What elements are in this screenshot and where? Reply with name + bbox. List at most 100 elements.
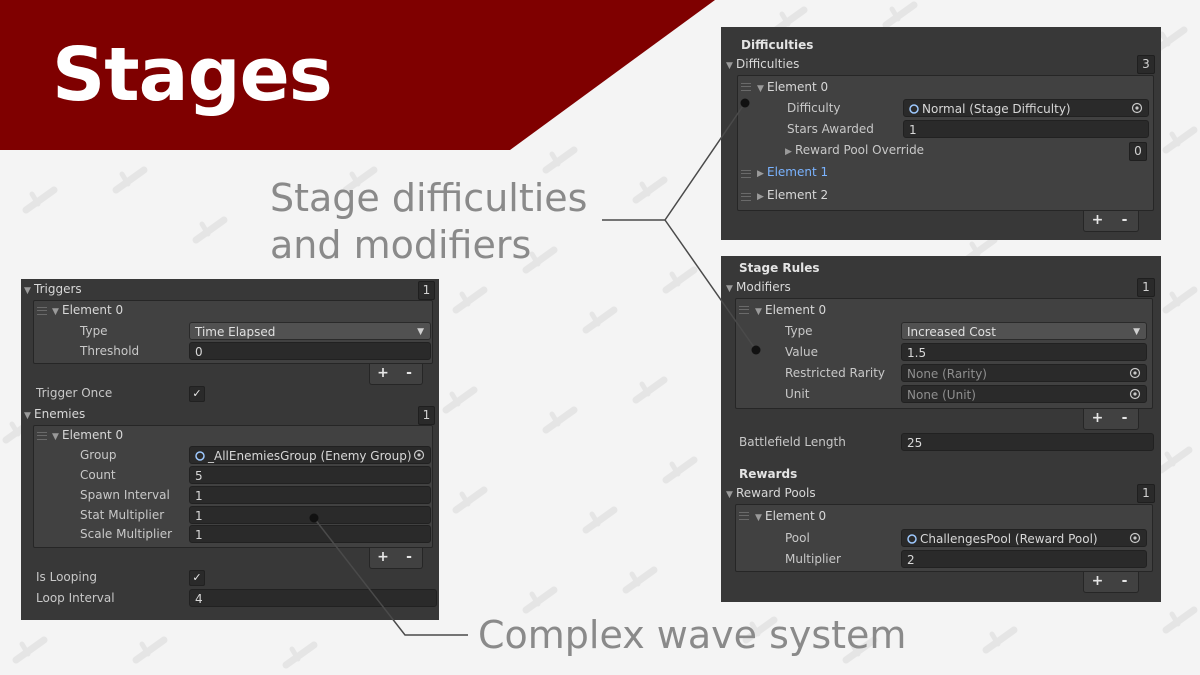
add-reward-pool-button[interactable]: + (1091, 573, 1104, 589)
modifier-value-field[interactable]: 1.5 (901, 343, 1147, 361)
object-picker-icon[interactable] (1129, 388, 1141, 400)
modifier-type-label: Type (785, 324, 813, 338)
battlefield-length-field[interactable]: 25 (901, 433, 1154, 451)
stage-rules-inspector-panel: Stage Rules ▼Modifiers 1 ▼Element 0 Type… (721, 256, 1161, 602)
waves-inspector-panel: ▼Triggers 1 ▼Element 0 Type Time Elapsed… (21, 279, 439, 620)
chevron-down-icon: ▼ (417, 327, 424, 337)
difficulty-label: Difficulty (787, 101, 841, 115)
is-looping-checkbox[interactable]: ✓ (189, 570, 205, 586)
remove-difficulty-button[interactable]: - (1121, 212, 1128, 228)
threshold-field[interactable]: 0 (189, 342, 431, 360)
remove-modifier-button[interactable]: - (1121, 410, 1128, 426)
difficulties-foldout[interactable]: ▼Difficulties (726, 54, 799, 74)
reward-pool-element-0[interactable]: ▼Element 0 (755, 506, 826, 526)
foldout-open-icon: ▼ (24, 286, 31, 296)
multiplier-field[interactable]: 2 (901, 550, 1147, 568)
modifiers-list-footer: + - (1083, 409, 1139, 430)
remove-enemy-button[interactable]: - (406, 549, 412, 565)
unit-field[interactable]: None (Unit) (901, 385, 1147, 403)
slide-title: Stages (52, 32, 333, 118)
add-trigger-button[interactable]: + (377, 365, 389, 381)
drag-handle-icon[interactable] (741, 83, 751, 91)
object-picker-icon[interactable] (1131, 102, 1143, 114)
drag-handle-icon[interactable] (741, 170, 751, 178)
chevron-down-icon: ▼ (1133, 327, 1140, 337)
triggers-foldout[interactable]: ▼Triggers (24, 279, 82, 299)
object-picker-icon[interactable] (413, 449, 425, 461)
stat-multiplier-field[interactable]: 1 (189, 506, 431, 524)
foldout-open-icon: ▼ (52, 307, 59, 317)
reward-pools-count[interactable]: 1 (1137, 484, 1155, 503)
difficulties-inspector-panel: Difficulties ▼Difficulties 3 ▼Element 0 … (721, 27, 1161, 240)
count-label: Count (80, 468, 116, 482)
restricted-rarity-field[interactable]: None (Rarity) (901, 364, 1147, 382)
drag-handle-icon[interactable] (739, 512, 749, 520)
difficulties-header: Difficulties (741, 38, 814, 52)
trigger-type-label: Type (80, 324, 108, 338)
enemies-foldout[interactable]: ▼Enemies (24, 404, 85, 424)
difficulties-list-footer: + - (1083, 211, 1139, 232)
stars-awarded-label: Stars Awarded (787, 122, 874, 136)
difficulty-element-1[interactable]: ▶Element 1 (757, 162, 828, 182)
is-looping-label: Is Looping (36, 570, 97, 584)
callout-waves: Complex wave system (478, 613, 907, 657)
object-icon (195, 451, 205, 461)
triggers-count[interactable]: 1 (418, 281, 435, 300)
element-label: Element 0 (62, 303, 124, 317)
foldout-open-icon: ▼ (755, 513, 762, 523)
spawn-interval-field[interactable]: 1 (189, 486, 431, 504)
add-difficulty-button[interactable]: + (1091, 212, 1104, 228)
reward-pools-foldout[interactable]: ▼Reward Pools (726, 483, 816, 503)
threshold-label: Threshold (80, 344, 140, 358)
reward-pool-override-foldout[interactable]: ▶Reward Pool Override (785, 140, 924, 160)
enemy-element-0[interactable]: ▼Element 0 (52, 425, 123, 445)
reward-pool-override-count[interactable]: 0 (1129, 142, 1147, 161)
object-icon (909, 104, 919, 114)
remove-trigger-button[interactable]: - (406, 365, 412, 381)
rarity-value: None (Rarity) (907, 367, 987, 381)
object-picker-icon[interactable] (1129, 367, 1141, 379)
group-field[interactable]: _AllEnemiesGroup (Enemy Group) (189, 446, 431, 464)
drag-handle-icon[interactable] (37, 307, 47, 315)
object-picker-icon[interactable] (1129, 532, 1141, 544)
difficulty-element-2[interactable]: ▶Element 2 (757, 185, 828, 205)
modifiers-foldout[interactable]: ▼Modifiers (726, 277, 791, 297)
reward-override-label: Reward Pool Override (795, 143, 925, 157)
difficulties-list (737, 75, 1154, 211)
count-field[interactable]: 5 (189, 466, 431, 484)
trigger-once-checkbox[interactable]: ✓ (189, 386, 205, 402)
pool-field[interactable]: ChallengesPool (Reward Pool) (901, 529, 1147, 547)
modifiers-label: Modifiers (736, 280, 791, 294)
modifier-element-0[interactable]: ▼Element 0 (755, 300, 826, 320)
modifier-type-dropdown[interactable]: Increased Cost ▼ (901, 322, 1147, 340)
difficulties-list-label: Difficulties (736, 57, 800, 71)
group-value: _AllEnemiesGroup (Enemy Group) (208, 449, 412, 463)
triggers-label: Triggers (34, 282, 82, 296)
add-enemy-button[interactable]: + (377, 549, 389, 565)
drag-handle-icon[interactable] (37, 432, 47, 440)
difficulties-count[interactable]: 3 (1137, 55, 1155, 74)
foldout-open-icon: ▼ (52, 432, 59, 442)
foldout-closed-icon: ▶ (757, 192, 764, 202)
modifiers-count[interactable]: 1 (1137, 278, 1155, 297)
scale-multiplier-field[interactable]: 1 (189, 525, 431, 543)
trigger-element-0[interactable]: ▼Element 0 (52, 300, 123, 320)
modifier-type-value: Increased Cost (907, 325, 996, 339)
element-label: Element 0 (765, 509, 827, 523)
unit-label: Unit (785, 387, 810, 401)
scale-multiplier-label: Scale Multiplier (80, 527, 173, 541)
loop-interval-field[interactable]: 4 (189, 589, 437, 607)
drag-handle-icon[interactable] (741, 193, 751, 201)
element-label: Element 0 (767, 80, 829, 94)
drag-handle-icon[interactable] (739, 306, 749, 314)
foldout-open-icon: ▼ (726, 284, 733, 294)
add-modifier-button[interactable]: + (1091, 410, 1104, 426)
remove-reward-pool-button[interactable]: - (1121, 573, 1128, 589)
foldout-open-icon: ▼ (726, 61, 733, 71)
trigger-type-dropdown[interactable]: Time Elapsed ▼ (189, 322, 431, 340)
enemies-count[interactable]: 1 (418, 406, 435, 425)
stars-awarded-field[interactable]: 1 (903, 120, 1149, 138)
difficulty-element-0[interactable]: ▼Element 0 (757, 77, 828, 97)
reward-pools-label: Reward Pools (736, 486, 816, 500)
difficulty-field[interactable]: Normal (Stage Difficulty) (903, 99, 1149, 117)
